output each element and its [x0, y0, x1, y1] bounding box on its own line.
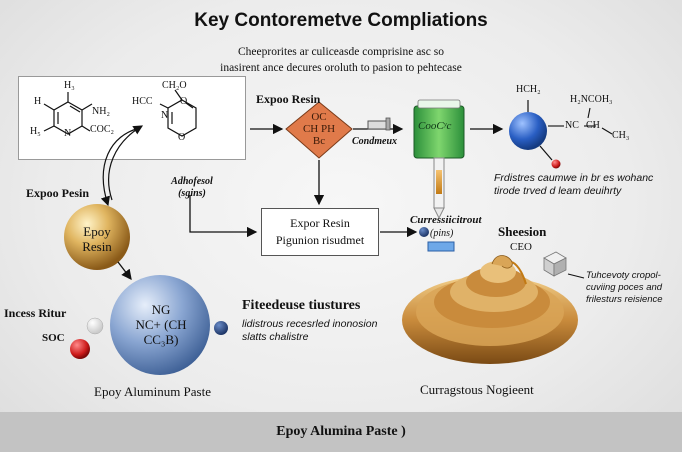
arrow-to-blue-sphere [117, 261, 132, 281]
resin-box: Expor Resin Pigunion risudmet [261, 208, 379, 256]
mol2-ch2o: CH₂O [162, 80, 187, 91]
paste-swirl-image [402, 255, 578, 364]
curragstous-label: Curragstous Nogieent [420, 382, 534, 397]
diamond-text: OC CH PH Bc [286, 111, 352, 147]
incess-ritur-label: Incess Ritur [4, 306, 67, 320]
resin-box-line-1: Expor Resin [290, 216, 350, 230]
test-tube-icon [413, 99, 465, 220]
curressiicitrout-label: Curressiicitrout [410, 214, 482, 226]
diamond-line-2: CH PH [302, 123, 336, 135]
mol2-hcc: HCC [132, 96, 153, 107]
resin-box-line-2: Pigunion risudmet [275, 233, 365, 247]
footer-bar: Epoy Alumina Paste ) [0, 412, 682, 452]
cube-icon [543, 251, 567, 277]
expoo-pesin-label: Expoo Pesin [26, 186, 90, 200]
epoy-sphere-line-1: Epoy [83, 224, 111, 239]
mol2-n: N [161, 110, 169, 121]
epoy-sphere-text: Epoy Resin [64, 224, 130, 254]
molecule-2-structure [159, 89, 197, 137]
red-sphere [70, 339, 90, 359]
mol2-o-bottom: O [178, 132, 186, 143]
soc-label: SOC [42, 332, 65, 344]
right-mol-hch2: HCH₂ [516, 84, 541, 95]
right-mol-ch3: CH₃ [612, 130, 630, 141]
fiteedeuse-heading: Fiteedeuse tiustures [242, 298, 361, 313]
diamond-node [285, 101, 353, 159]
ceo-label: CEO [510, 241, 532, 253]
ng-sphere-line-2: NC+ (CH [135, 317, 187, 332]
molecule-box [18, 76, 246, 160]
mol1-h-left: H [34, 96, 42, 107]
blue-ball [509, 112, 547, 150]
epoy-sphere-line-2: Resin [82, 239, 112, 254]
ng-sphere [110, 275, 210, 375]
lidistrous-text: lidistrous recesrled inonosion slatts ch… [242, 318, 378, 343]
ng-sphere-text: NG NC+ (CH CC₃B) [118, 302, 204, 347]
sheesion-label: Sheesion [498, 224, 547, 239]
subtitle-line-2: inasirent ance decures oroluth to pasion… [220, 62, 462, 74]
elbow-arrow [189, 195, 258, 238]
footer-title: Epoy Alumina Paste ) [276, 424, 406, 439]
right-description: Frdistres caumwe in br es wohanc tirode … [494, 172, 654, 197]
mol1-coc: COC₂ [90, 124, 115, 135]
pins-label: (pins) [430, 228, 454, 239]
condmeux-label: Condmeux [352, 136, 398, 147]
subtitle: Cheeprorites ar culiceasde comprisine as… [0, 44, 682, 76]
right-mol-nc: NC [565, 120, 579, 131]
epoy-resin-sphere [64, 204, 130, 270]
expoo-resin-top-label: Expoo Resin [256, 92, 321, 106]
curve-arrow-up [108, 125, 144, 201]
mol1-n: N [64, 128, 72, 139]
diamond-line-3: Bc [312, 135, 326, 147]
molecule-1-structure [43, 92, 93, 135]
ng-sphere-line-1: NG [151, 302, 171, 317]
mol1-h3: H₃ [64, 80, 75, 91]
subtitle-line-1: Cheeprorites ar culiceasde comprisine as… [238, 46, 444, 58]
ng-sphere-line-3: CC₃B) [143, 332, 179, 347]
mol2-o-right: O [180, 96, 188, 107]
diamond-line-1: OC [311, 111, 327, 123]
page-title: Key Contoremetve Compliations [194, 10, 488, 31]
curve-arrow-down [100, 127, 141, 207]
epoy-aluminum-label: Epoy Aluminum Paste [94, 384, 211, 399]
right-mol-ch: CH [586, 120, 600, 131]
test-tube-label: CooCʸc [418, 120, 452, 132]
cube-pointer-line [567, 273, 585, 279]
navy-sphere [214, 321, 228, 335]
white-sphere [86, 317, 104, 335]
pins-rectangle [427, 241, 455, 252]
mol1-h5: H₅ [30, 126, 41, 137]
mol1-nh2: NH₂ [92, 106, 110, 117]
red-atom [551, 159, 561, 169]
blue-dot [419, 227, 429, 237]
right-mol-hnc: H₂NCOH₃ [570, 94, 613, 105]
tuhcevoty-text: Tuhcevoty cropol-cuviing poces and frile… [586, 270, 663, 305]
adhofesol-label: Adhofesol (sgins) [171, 176, 213, 199]
